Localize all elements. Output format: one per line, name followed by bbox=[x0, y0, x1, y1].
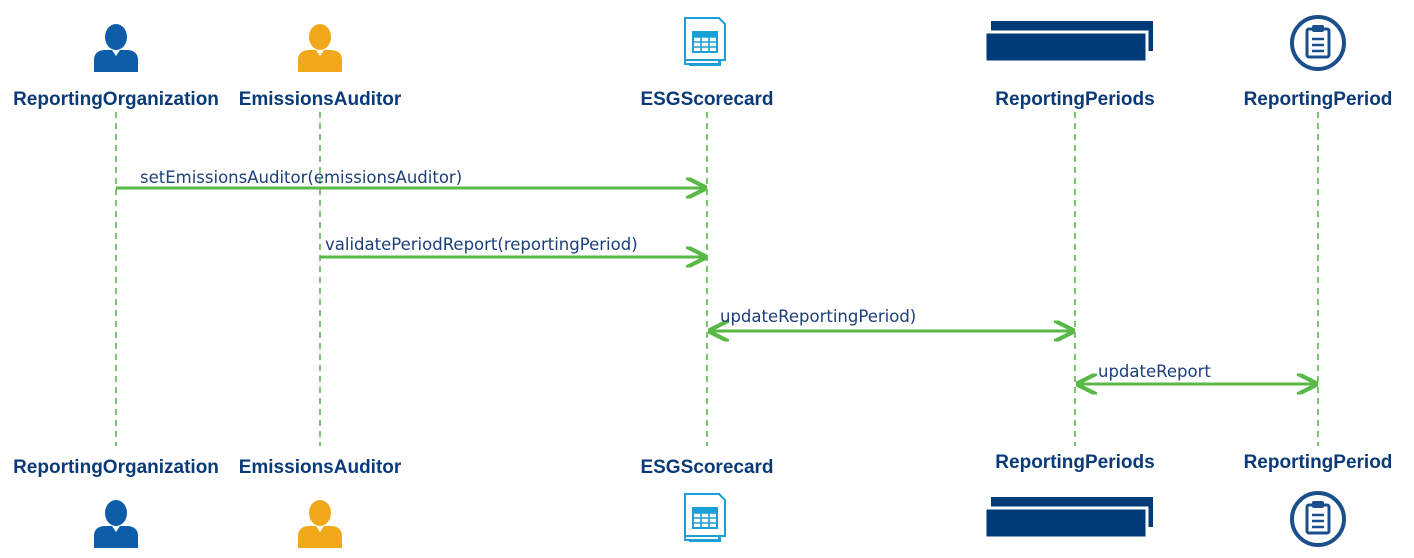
actor-label-esg-scorecard-bottom: ESGScorecard bbox=[640, 457, 774, 478]
stacked-collection-icon bbox=[983, 21, 1153, 64]
actor-label-reporting-organization-top: ReportingOrganization bbox=[13, 89, 219, 110]
actor-label-reporting-periods-top: ReportingPeriods bbox=[995, 89, 1155, 110]
person-icon bbox=[94, 500, 138, 548]
actor-label-esg-scorecard-top: ESGScorecard bbox=[640, 89, 774, 110]
clipboard-circle-icon bbox=[1290, 15, 1346, 71]
person-icon bbox=[298, 24, 342, 72]
message-label-3: updateReportingPeriod) bbox=[720, 307, 917, 326]
spreadsheet-document-icon bbox=[684, 493, 726, 542]
clipboard-circle-icon bbox=[1290, 491, 1346, 547]
message-label-1: setEmissionsAuditor(emissionsAuditor) bbox=[140, 168, 463, 187]
message-label-2: validatePeriodReport(reportingPeriod) bbox=[325, 235, 638, 254]
actor-label-reporting-periods-bottom: ReportingPeriods bbox=[995, 452, 1155, 473]
actor-label-reporting-organization-bottom: ReportingOrganization bbox=[13, 457, 219, 478]
stacked-collection-icon bbox=[983, 497, 1153, 540]
actor-label-reporting-period-bottom: ReportingPeriod bbox=[1243, 452, 1393, 473]
actor-label-reporting-period-top: ReportingPeriod bbox=[1243, 89, 1393, 110]
person-icon bbox=[94, 24, 138, 72]
spreadsheet-document-icon bbox=[684, 17, 726, 66]
message-label-4: updateReport bbox=[1098, 362, 1211, 381]
actor-label-emissions-auditor-bottom: EmissionsAuditor bbox=[238, 457, 402, 478]
person-icon bbox=[298, 500, 342, 548]
actor-label-emissions-auditor-top: EmissionsAuditor bbox=[238, 89, 402, 110]
